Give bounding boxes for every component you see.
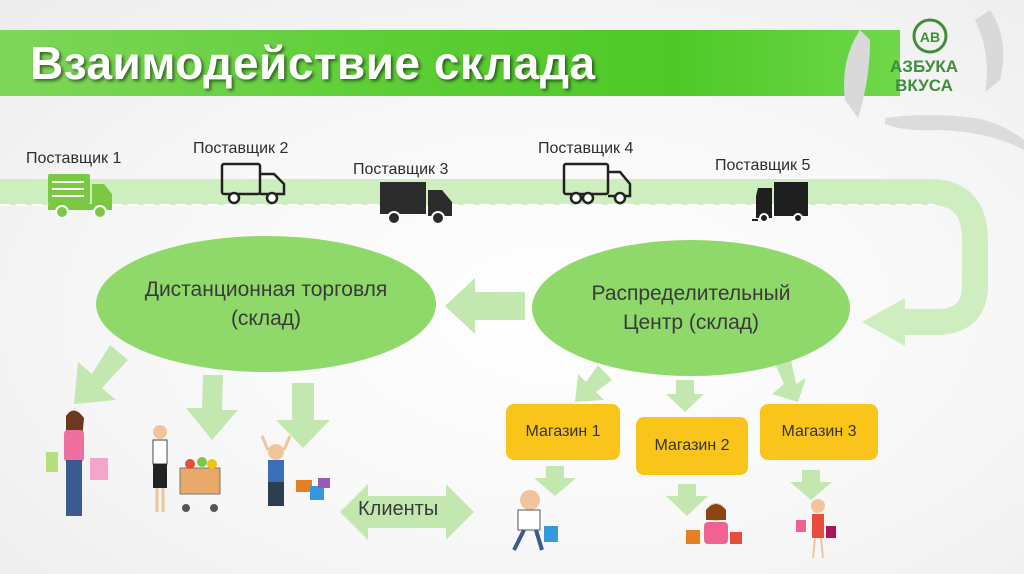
supplier-4-label: Поставщик 4 xyxy=(538,140,634,157)
distribution-center-line2: Центр (склад) xyxy=(622,311,760,334)
truck-icon xyxy=(48,174,112,219)
online-order-icon xyxy=(260,435,330,506)
shopper-icon xyxy=(152,425,168,512)
truck-icon xyxy=(562,162,632,205)
page-title: Взаимодействие склада xyxy=(30,37,596,89)
shopper-icon xyxy=(46,410,108,516)
arrow-dc-to-shop2 xyxy=(666,380,704,412)
logo-name-line1: АЗБУКА xyxy=(890,57,958,76)
supplier-2-label: Поставщик 2 xyxy=(193,140,289,157)
hand-right-graphic xyxy=(975,10,1004,92)
road-arrow-head xyxy=(862,298,905,346)
shop-3-box: Магазин 3 xyxy=(760,404,878,460)
distance-trade-line2: (склад) xyxy=(230,307,302,330)
arrow-dc-to-trade xyxy=(445,278,525,334)
distribution-center-line1: Распределительный xyxy=(591,281,791,305)
supplier-5-label: Поставщик 5 xyxy=(715,157,811,174)
shopping-cart-icon xyxy=(179,457,221,512)
supply-road-band xyxy=(0,179,988,335)
arrow-shop1-to-customer xyxy=(534,466,576,496)
logo-emblem-icon xyxy=(912,18,948,54)
logo-name-line2: ВКУСА xyxy=(895,76,953,95)
clients-label: Клиенты xyxy=(358,498,439,520)
customer-icon xyxy=(796,499,836,559)
truck-icon xyxy=(752,182,808,223)
distance-trade-node: Дистанционная торговля (склад) xyxy=(96,236,436,372)
truck-icon xyxy=(220,162,286,205)
truck-icon xyxy=(380,182,452,225)
supplier-1-label: Поставщик 1 xyxy=(26,150,122,167)
distribution-center-node: Распределительный Центр (склад) xyxy=(532,240,850,376)
logo-emblem-text: АВ xyxy=(920,29,940,45)
shop-2-box: Магазин 2 xyxy=(636,417,748,475)
shop-1-box: Магазин 1 xyxy=(506,404,620,460)
hand-bottom-graphic xyxy=(885,115,1024,150)
supplier-3-label: Поставщик 3 xyxy=(353,161,449,178)
customer-icon xyxy=(512,490,558,551)
clients-double-arrow xyxy=(340,484,474,540)
arrow-trade-to-online xyxy=(276,383,330,448)
arrow-trade-to-cart xyxy=(186,375,238,440)
title-banner xyxy=(0,30,900,96)
arrow-dc-to-shop1 xyxy=(575,365,612,402)
distance-trade-line1: Дистанционная торговля xyxy=(144,277,388,301)
customer-icon xyxy=(686,503,742,544)
arrow-trade-to-shopper xyxy=(74,345,128,404)
arrow-shop2-to-customer xyxy=(666,484,708,516)
arrow-shop3-to-customer xyxy=(790,470,832,500)
hand-left-graphic xyxy=(844,30,870,118)
arrow-dc-to-shop3 xyxy=(772,354,806,402)
